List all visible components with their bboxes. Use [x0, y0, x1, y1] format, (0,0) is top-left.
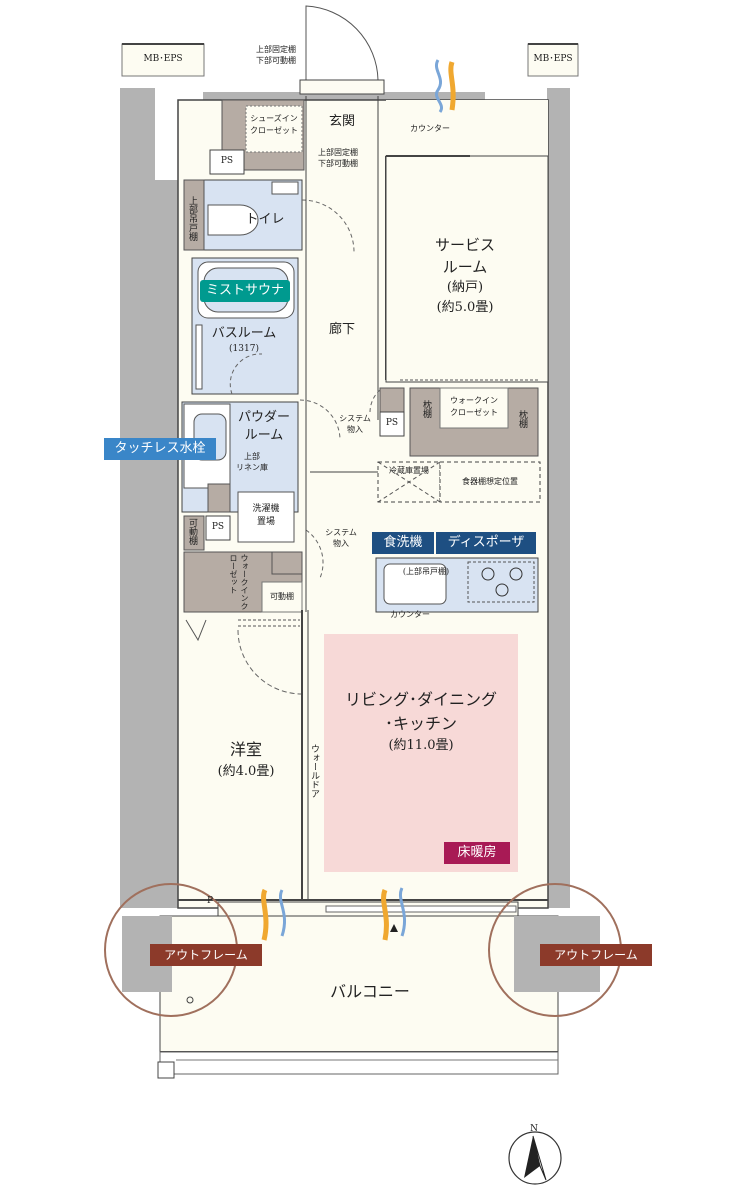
service-room-label-3: (納戸) — [446, 280, 484, 295]
upper-cabinet-kitchen-label: (上部吊戸棚) — [402, 567, 450, 576]
toilet-label: トイレ — [245, 212, 285, 227]
mb-eps-left-label: MB･EPS — [143, 54, 183, 64]
service-room-label-4: (約5.0畳) — [436, 300, 494, 315]
walkin-closet-label-2: クローゼット — [450, 408, 498, 417]
powder-room-label-2: ルーム — [244, 428, 284, 443]
movable-shelf-label-1: 可動棚 — [187, 518, 197, 545]
shelf-bottom-label-2: 下部可動棚 — [318, 159, 358, 168]
western-room-label-2: (約4.0畳) — [217, 764, 275, 779]
touchless-faucet-badge: タッチレス水栓 — [104, 438, 216, 460]
system-storage-label-1a: システム — [339, 414, 371, 423]
service-room — [385, 155, 549, 383]
laundry-space — [237, 491, 295, 543]
mist-sauna-badge: ミストサウナ — [200, 280, 290, 302]
service-room-label-2: ルーム — [442, 258, 488, 276]
dishwasher-badge: 食洗機 — [372, 532, 434, 554]
mb-eps-left — [121, 43, 205, 77]
mb-eps-right — [527, 43, 579, 77]
counter-top-label: カウンター — [410, 124, 450, 133]
shoes-closet-label-2: クローゼット — [250, 126, 298, 135]
western-room-label-1: 洋室 — [229, 740, 262, 759]
walkin-closet-label-1: ウォークイン — [450, 396, 498, 405]
walkin-closet-west-label: ウォークインクローゼット — [229, 554, 249, 610]
powder-room-label-1: パウダー — [237, 410, 290, 425]
shelf-top-label-2: 上部固定棚 — [318, 148, 358, 157]
counter-kitchen-label: カウンター — [390, 610, 430, 619]
laundry-label-2: 置場 — [256, 517, 275, 527]
p-mark-label: P — [206, 896, 214, 906]
system-storage-label-2a: システム — [325, 528, 357, 537]
laundry-label-1: 洗濯機 — [252, 504, 280, 514]
corridor-label: 廊下 — [328, 322, 355, 337]
ps-box-2 — [379, 411, 405, 437]
upper-linen-label-2: リネン庫 — [236, 463, 268, 472]
disposer-badge: ディスポーザ — [436, 532, 536, 554]
fridge-space-label: 冷蔵庫置場 — [389, 466, 429, 475]
outframe-right-tag: アウトフレーム — [540, 944, 652, 966]
shelf-top-label-1: 上部固定棚 — [256, 45, 296, 54]
outframe-left-tag: アウトフレーム — [150, 944, 262, 966]
shelf-bottom-label-1: 下部可動棚 — [256, 56, 296, 65]
system-storage-label-2b: 物入 — [333, 539, 349, 548]
ps-label-3: PS — [211, 522, 225, 532]
bathroom-label-1: バスルーム — [211, 326, 277, 341]
ps-label-1: PS — [220, 156, 234, 166]
ps-label-2: PS — [385, 418, 399, 428]
dish-shelf-label: 食器棚想定位置 — [462, 477, 518, 486]
ldk-label-2: ･キッチン — [384, 714, 457, 733]
movable-shelf-label-2: 可動棚 — [270, 592, 294, 601]
pillow-shelf-label-2: 枕棚 — [517, 410, 527, 428]
dish-shelf-space — [439, 461, 541, 503]
service-room-label-1: サービス — [434, 236, 495, 254]
floor-heating-area — [324, 634, 518, 872]
upper-cabinet-label: 上部吊戸棚 — [187, 196, 197, 241]
ps-box-1 — [209, 149, 245, 175]
pillow-shelf-label-1: 枕棚 — [421, 400, 431, 418]
shoes-closet-label-1: シューズイン — [250, 114, 298, 123]
bathroom-label-2: (1317) — [229, 344, 259, 354]
ps-box-3 — [205, 515, 231, 541]
floor-heating-badge: 床暖房 — [444, 842, 510, 864]
ldk-label-1: リビング･ダイニング — [344, 690, 497, 709]
ldk-label-3: (約11.0畳) — [388, 738, 454, 753]
wall-door-label: ウォールドア — [309, 744, 319, 798]
system-storage-label-1b: 物入 — [347, 425, 363, 434]
entrance-door — [305, 5, 379, 92]
mb-eps-right-label: MB･EPS — [533, 54, 573, 64]
balcony-label: バルコニー — [330, 982, 410, 1001]
entrance-label: 玄関 — [328, 114, 355, 129]
north-label: N — [530, 1124, 538, 1134]
upper-linen-label-1: 上部 — [244, 452, 260, 461]
